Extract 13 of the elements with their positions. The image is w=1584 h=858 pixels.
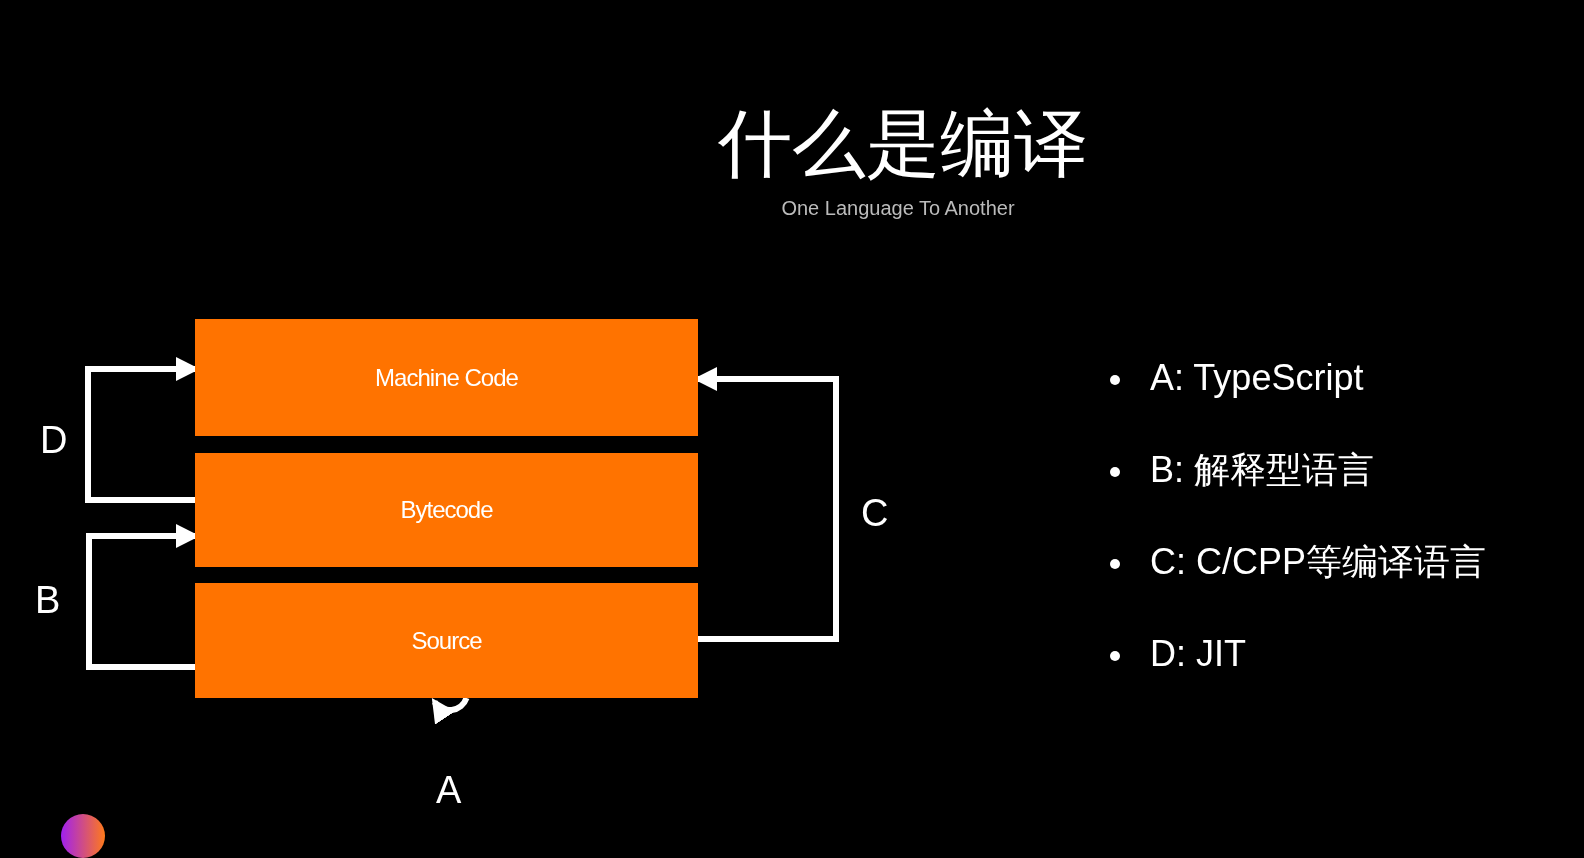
process-box bbox=[195, 319, 698, 436]
process-box bbox=[195, 583, 698, 698]
box-label: Bytecode bbox=[400, 496, 493, 524]
list-item-text: A: TypeScript bbox=[1150, 360, 1364, 396]
arrow bbox=[431, 696, 470, 725]
title-text: 什么是编译 bbox=[717, 99, 1089, 188]
subtitle-text: One Language To Another bbox=[780, 197, 1016, 220]
process-box bbox=[195, 453, 698, 567]
list-item-text: C: C/CPP等编译语言 bbox=[1150, 544, 1487, 580]
box-label: Source bbox=[411, 626, 482, 655]
list-item-text: D: JIT bbox=[1150, 636, 1246, 672]
box-label: Machine Code bbox=[375, 363, 518, 392]
list-item-text: B: 解释型语言 bbox=[1150, 452, 1374, 488]
